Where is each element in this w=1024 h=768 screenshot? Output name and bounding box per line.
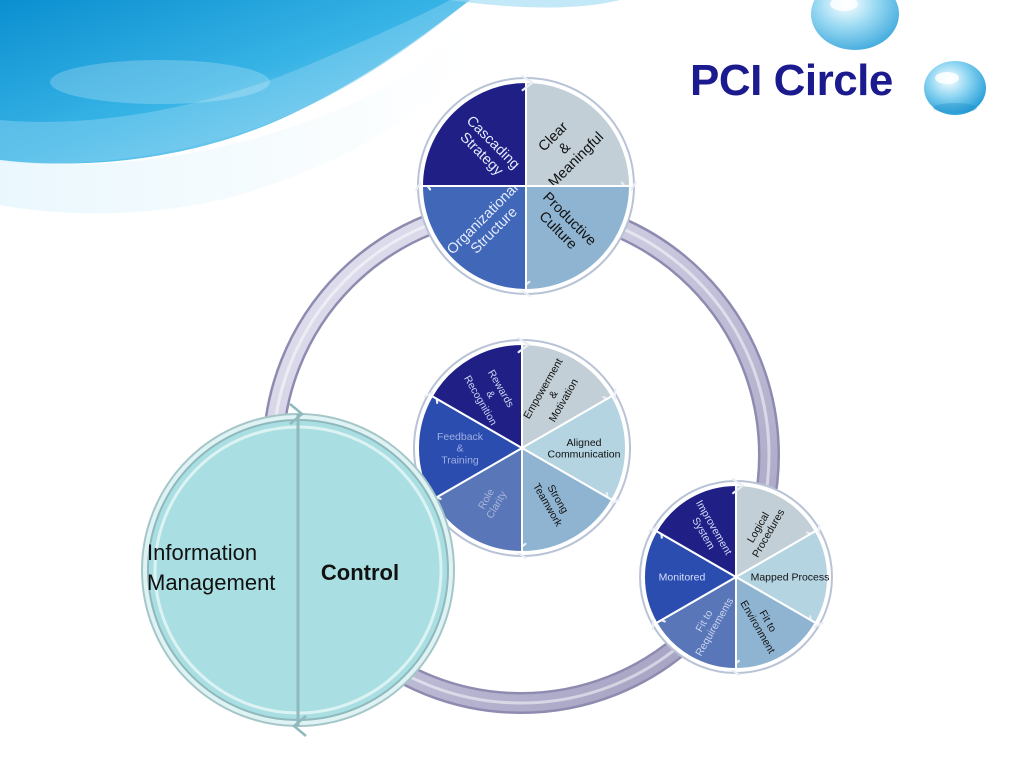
- segment-clear-wedge: [525, 80, 632, 187]
- segment-aligned-wedge: [519, 394, 627, 502]
- segment-cascading-wedge: [420, 80, 527, 187]
- segment-arrow: [517, 337, 531, 354]
- segment-arrow: [521, 75, 535, 92]
- segment-organizational-wedge: [420, 185, 527, 292]
- segment-improvement-wedge: [654, 483, 737, 579]
- segment-productive-wedge: [525, 185, 632, 292]
- split-circle-arrow-top: [289, 403, 304, 425]
- segment-fit-to-wedge: [654, 575, 737, 671]
- cluster-top: Clear&MeaningfulProductiveCultureOrganiz…: [415, 75, 637, 297]
- segment-feedback-label: Feedback&Training: [437, 431, 484, 467]
- segment-arrow: [731, 478, 745, 495]
- split-circle-arrow-bottom: [292, 715, 307, 737]
- page-title: PCI Circle: [690, 56, 893, 105]
- segment-fit-to-wedge: [735, 575, 818, 671]
- water-drop-top-icon: [811, 0, 899, 50]
- control-label: Control: [321, 560, 399, 585]
- segment-mapped-process-label: Mapped Process: [751, 572, 830, 584]
- segment-mapped-process-wedge: [733, 529, 829, 625]
- segment-rewards-wedge: [430, 342, 523, 450]
- background-wave: [0, 0, 620, 214]
- segment-monitored-wedge: [643, 529, 739, 625]
- water-drop-title-icon: [924, 61, 986, 115]
- segment-strong-wedge: [521, 446, 614, 554]
- segment-monitored-label: Monitored: [659, 572, 706, 584]
